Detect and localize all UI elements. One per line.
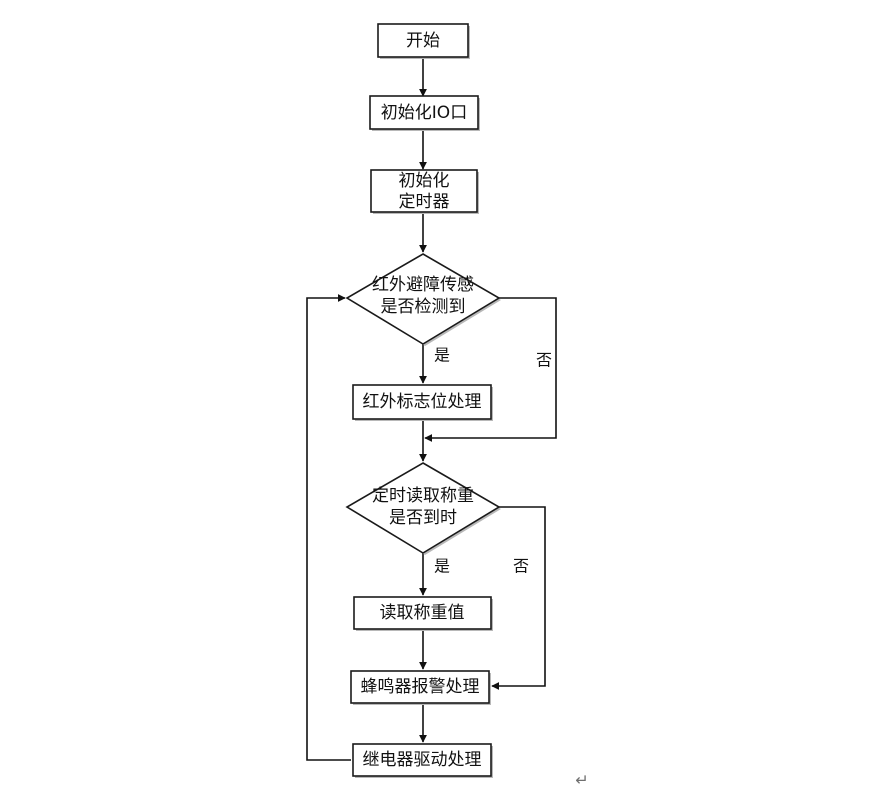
node-init-io-label: 初始化IO口: [381, 103, 467, 123]
node-ir-flag-label: 红外标志位处理: [363, 392, 482, 412]
node-buzzer-label: 蜂鸣器报警处理: [361, 677, 480, 697]
node-init-timer: 初始化 定时器: [370, 169, 479, 214]
label-ir-yes: 是: [434, 346, 450, 365]
node-init-timer-label-line2: 定时器: [399, 192, 450, 212]
connectors: [306, 57, 557, 761]
node-read-weight: 读取称重值: [353, 596, 493, 631]
node-init-io: 初始化IO口: [369, 95, 480, 131]
node-buzzer: 蜂鸣器报警处理: [350, 670, 491, 705]
node-ir-flag: 红外标志位处理: [352, 384, 493, 421]
edge-relay-loop-back: [306, 294, 351, 761]
node-ir-check: 红外避障传感 是否检测到: [345, 253, 501, 346]
node-timer-check: 定时读取称重 是否到时: [345, 462, 501, 555]
node-relay: 继电器驱动处理: [352, 743, 493, 778]
node-read-weight-label: 读取称重值: [380, 603, 465, 623]
node-relay-label: 继电器驱动处理: [363, 750, 482, 770]
label-ir-no: 否: [536, 351, 552, 370]
node-init-timer-label-line1: 初始化: [399, 171, 450, 191]
node-ir-check-label-line1: 红外避障传感: [372, 275, 474, 295]
node-ir-check-label-line2: 是否检测到: [381, 297, 466, 317]
edge-ir-check-no: [424, 297, 557, 442]
node-timer-check-label-line1: 定时读取称重: [372, 486, 474, 506]
edge-timer-check-no: [491, 506, 546, 690]
label-timer-no: 否: [513, 557, 529, 576]
paragraph-mark: ↵: [575, 771, 588, 790]
node-timer-check-label-line2: 是否到时: [389, 508, 457, 528]
node-start: 开始: [377, 23, 470, 59]
label-timer-yes: 是: [434, 557, 450, 576]
node-start-label: 开始: [406, 31, 440, 51]
